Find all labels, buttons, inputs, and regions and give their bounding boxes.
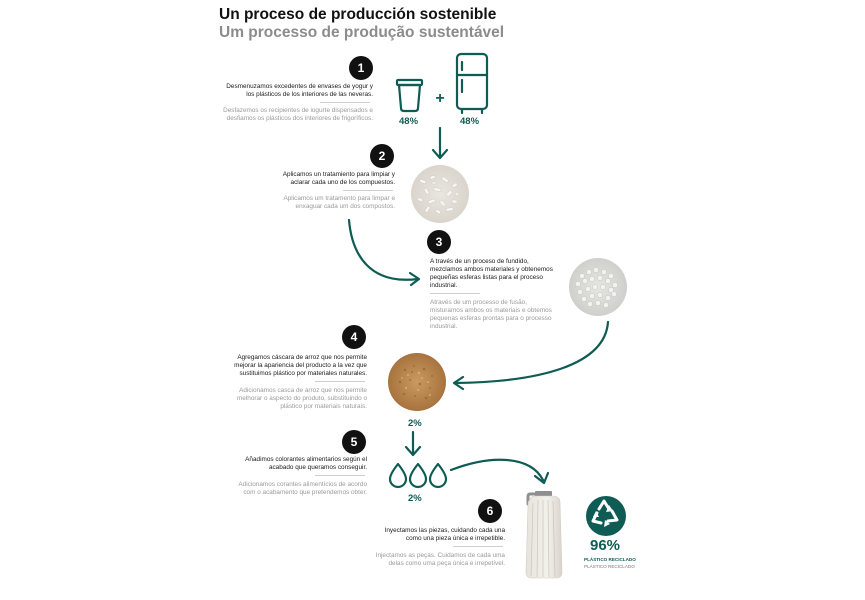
- fridge-icon: [455, 52, 489, 115]
- step-3-text-es: A través de un proceso de fundido, mezcl…: [430, 258, 553, 289]
- step-1-separator: [320, 102, 370, 103]
- step-3-text-pt: Através de um processo de fusão, mistura…: [430, 299, 552, 330]
- recycled-label-pt: PLÁSTICO RECICLADO: [584, 564, 635, 569]
- yogurt-percentage: 48%: [399, 116, 419, 127]
- step-1-text-es: Desmenuzamos excedentes de envases de yo…: [226, 83, 373, 98]
- step-2-text-pt: Aplicamos um tratamento para limpar e en…: [283, 195, 395, 210]
- step-3-separator: [430, 293, 480, 294]
- step-6-text-es: Inyectamos las piezas, cuidando cada una…: [384, 527, 505, 542]
- step-5-text-pt: Adicionamos corantes alimentícios de aco…: [238, 481, 367, 496]
- plus-sign: +: [435, 90, 444, 107]
- step-2-text-es: Aplicamos un tratamiento para limpiar y …: [282, 171, 395, 186]
- step-2-separator: [343, 190, 393, 191]
- step-1-text-pt: Desfazemos os recipientes de iogurte dis…: [223, 107, 373, 122]
- recycled-label-es: PLÁSTICO RECICLADO: [584, 557, 636, 562]
- step-6-separator: [453, 546, 503, 547]
- step-badge-1: 1: [349, 56, 373, 80]
- flow-arrow-icon: [449, 458, 550, 485]
- flow-arrow-icon: [404, 430, 422, 457]
- step-badge-3: 3: [427, 230, 451, 254]
- step-badge-2: 2: [370, 144, 394, 168]
- step-badge-4: 4: [342, 325, 366, 349]
- step-badge-5: 5: [342, 430, 366, 454]
- step-5-text-es: Añadimos colorantes alimentarios según e…: [245, 456, 367, 471]
- step-5-separator: [315, 475, 365, 476]
- step-6-text-pt: Injectamos as peças. Cuidamos de cada um…: [375, 552, 505, 567]
- title-es: Un proceso de producción sostenible: [219, 6, 497, 23]
- water-drop-icon: [388, 462, 408, 489]
- flow-arrow-icon: [431, 126, 449, 160]
- recycle-icon: [586, 496, 626, 536]
- title-pt: Um processo de produção sustentável: [219, 24, 505, 41]
- water-drop-icon: [428, 462, 448, 489]
- step-4-separator: [315, 381, 365, 382]
- recycled-percentage: 96%: [590, 537, 621, 554]
- rice-husk-image: [388, 353, 446, 411]
- yogurt-cup-icon: [395, 78, 424, 113]
- step-badge-6: 6: [478, 499, 502, 523]
- soap-dispenser-image: [525, 491, 563, 579]
- water-drop-icon: [408, 462, 428, 489]
- plastic-flakes-image: [411, 165, 469, 223]
- flow-arrow-icon: [452, 320, 610, 391]
- step-4-text-es: Agregamos cáscara de arroz que nos permi…: [234, 354, 367, 377]
- rice-percentage: 2%: [408, 418, 422, 429]
- plastic-pellets-image: [569, 258, 627, 316]
- colorants-percentage: 2%: [408, 493, 422, 504]
- fridge-percentage: 48%: [460, 116, 480, 127]
- step-4-text-pt: Adicionamos casca de arroz que nos permi…: [236, 387, 367, 410]
- flow-arrow-icon: [347, 218, 421, 287]
